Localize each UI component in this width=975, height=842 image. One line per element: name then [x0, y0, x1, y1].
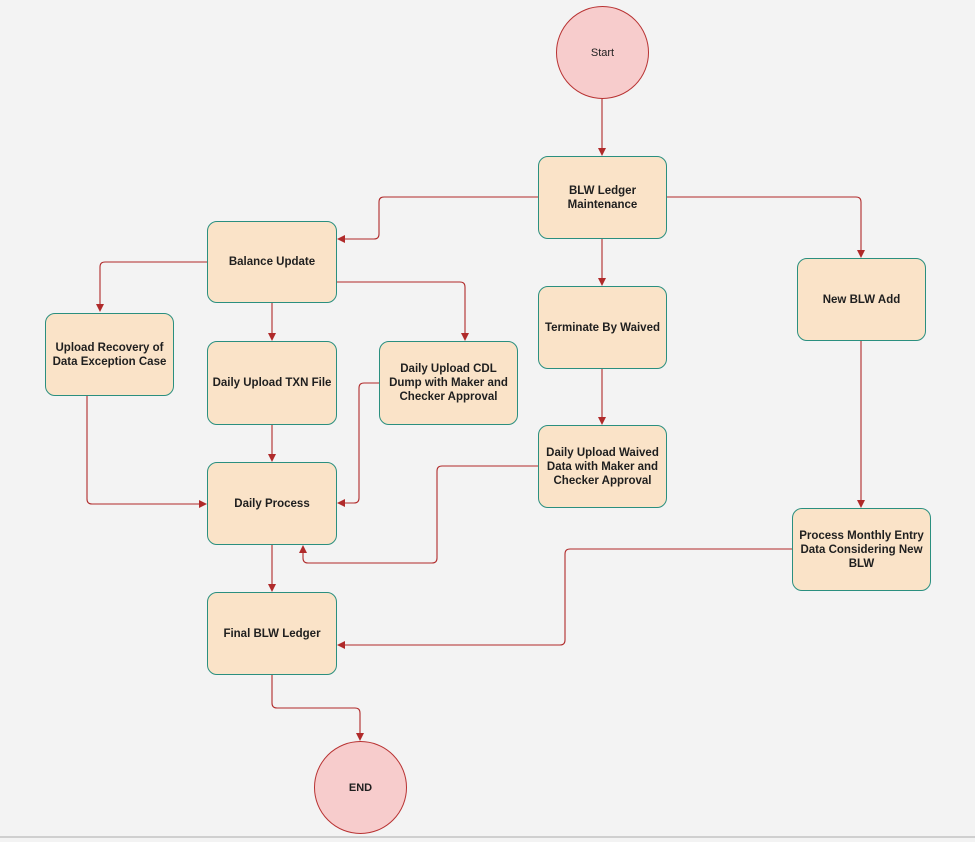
arrowhead-balance-update: [337, 235, 345, 243]
terminate-by-waived-node[interactable]: Terminate By Waived: [538, 286, 667, 369]
arrowhead-blw-ledger: [598, 148, 606, 156]
arrowhead-final-ledger-top: [268, 584, 276, 592]
daily-upload-waived-node[interactable]: Daily Upload Waived Data with Maker and …: [538, 425, 667, 508]
arrowhead-daily-process-top: [268, 454, 276, 462]
arrowhead-final-ledger-right: [337, 641, 345, 649]
end-node[interactable]: END: [314, 741, 407, 834]
daily-upload-txn-node[interactable]: Daily Upload TXN File: [207, 341, 337, 425]
final-blw-ledger-node[interactable]: Final BLW Ledger: [207, 592, 337, 675]
edge-balance-update-to-daily-cdl: [337, 281, 466, 337]
arrowhead-daily-waived: [598, 417, 606, 425]
edge-blw-ledger-to-new-blw: [667, 196, 862, 254]
blw-ledger-maintenance-node[interactable]: BLW Ledger Maintenance: [538, 156, 667, 239]
arrowhead-daily-txn: [268, 333, 276, 341]
arrowhead-daily-cdl: [461, 333, 469, 341]
edge-daily-cdl-to-daily-process: [342, 382, 379, 504]
edge-daily-waived-to-daily-process: [302, 465, 538, 564]
balance-update-node[interactable]: Balance Update: [207, 221, 337, 303]
process-monthly-entry-node[interactable]: Process Monthly Entry Data Considering N…: [792, 508, 931, 591]
daily-upload-cdl-node[interactable]: Daily Upload CDL Dump with Maker and Che…: [379, 341, 518, 425]
arrowhead-new-blw: [857, 250, 865, 258]
start-node[interactable]: Start: [556, 6, 649, 99]
arrowhead-process-monthly: [857, 500, 865, 508]
edge-process-monthly-to-final-ledger: [342, 548, 792, 646]
arrowhead-daily-process-bottom: [299, 545, 307, 553]
edge-upload-recovery-to-daily-process: [86, 396, 202, 505]
arrowhead-daily-process-right: [337, 499, 345, 507]
edge-balance-update-to-upload-recovery: [99, 261, 207, 307]
upload-recovery-node[interactable]: Upload Recovery of Data Exception Case: [45, 313, 174, 396]
arrowhead-end: [356, 733, 364, 741]
daily-process-node[interactable]: Daily Process: [207, 462, 337, 545]
arrowhead-terminate: [598, 278, 606, 286]
arrowhead-upload-recovery: [96, 304, 104, 312]
edge-blw-ledger-to-balance-update: [342, 196, 538, 240]
edge-final-ledger-to-end: [271, 675, 361, 737]
new-blw-add-node[interactable]: New BLW Add: [797, 258, 926, 341]
arrowhead-daily-process-left: [199, 500, 207, 508]
bottom-divider: [0, 836, 975, 838]
